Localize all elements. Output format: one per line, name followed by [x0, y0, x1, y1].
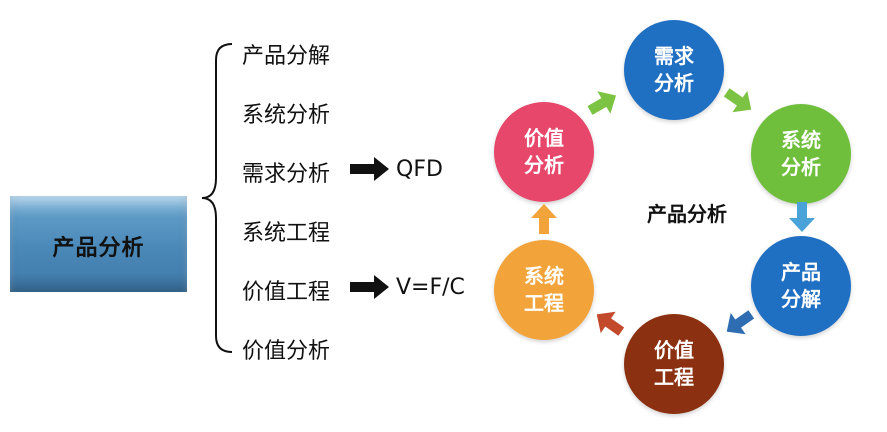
cycle-node-system-analysis: 系统 分析	[751, 104, 851, 204]
product-analysis-drum: 产品分析	[10, 196, 187, 292]
node-line2: 分解	[781, 287, 821, 311]
list-item-requirements-analysis: 需求分析	[242, 162, 331, 187]
list-item-value-engineering: 价值工程	[242, 280, 331, 305]
node-line1: 价值	[654, 338, 694, 362]
cycle-center-label: 产品分析	[647, 202, 727, 226]
drum-label: 产品分析	[52, 236, 145, 261]
node-line2: 分析	[654, 71, 694, 95]
cycle-node-value-analysis: 价值 分析	[494, 102, 594, 202]
right-arrow-icon	[350, 275, 389, 299]
right-arrow-icon	[350, 157, 389, 181]
cycle-node-requirements-analysis: 需求 分析	[624, 20, 724, 120]
qfd-label: QFD	[396, 156, 443, 182]
arrow-up-left-icon	[596, 311, 625, 336]
node-line2: 分析	[781, 155, 821, 179]
node-line2: 工程	[524, 291, 564, 315]
cycle-node-value-engineering: 价值 工程	[624, 314, 724, 414]
node-line1: 产品	[781, 260, 821, 284]
curly-brace-icon	[201, 43, 233, 353]
list-item-value-analysis: 价值分析	[242, 339, 331, 364]
qfd-note: QFD	[350, 156, 443, 182]
list-item-systems-engineering: 系统工程	[242, 221, 331, 246]
node-line1: 系统	[524, 264, 564, 288]
node-line1: 价值	[524, 126, 564, 150]
list-item-system-analysis: 系统分析	[242, 103, 331, 128]
node-line1: 系统	[781, 128, 821, 152]
analysis-cycle-diagram: 产品分析 需求 分析 系统 分析 产品 分解 价值 工程 系统 工程 价值 分析	[488, 14, 868, 419]
arrow-down-icon	[789, 202, 815, 232]
cycle-node-systems-engineering: 系统 工程	[494, 240, 594, 340]
formula-label: V=F/C	[396, 274, 465, 300]
node-line2: 工程	[654, 365, 694, 389]
arrow-down-right-icon	[723, 88, 752, 113]
node-line1: 需求	[654, 44, 694, 68]
arrow-up-icon	[531, 204, 557, 234]
list-item-product-decomposition: 产品分解	[242, 44, 331, 69]
cycle-node-product-decomposition: 产品 分解	[751, 236, 851, 336]
arrow-down-left-icon	[726, 310, 755, 335]
node-line2: 分析	[524, 153, 564, 177]
arrow-up-right-icon	[587, 91, 616, 115]
formula-note: V=F/C	[350, 274, 465, 300]
